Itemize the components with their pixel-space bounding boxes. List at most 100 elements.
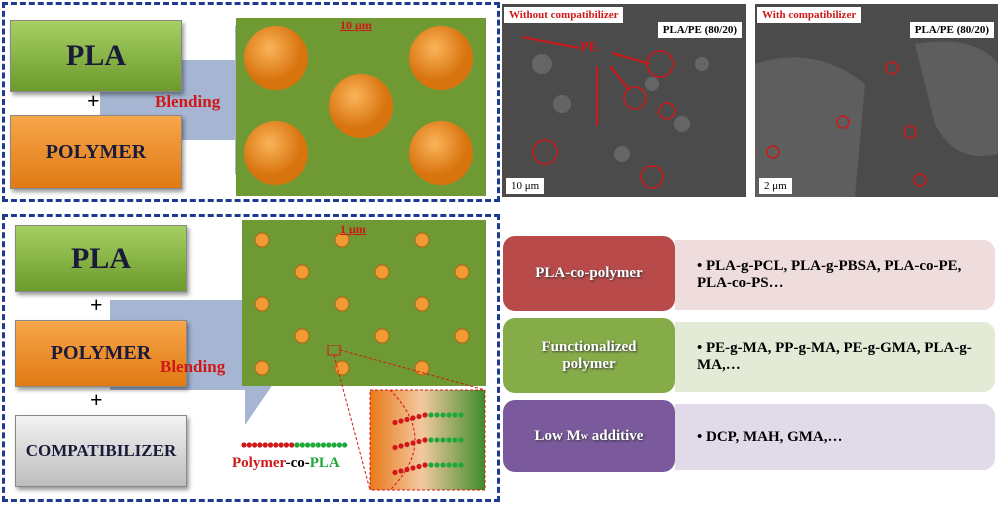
cat-text-rest: additive [588, 427, 644, 444]
dispersed-particle [454, 328, 470, 344]
chain-bead [299, 442, 305, 448]
chain-bead [452, 462, 458, 468]
chain-bead [273, 442, 279, 448]
chain-bead [416, 413, 422, 420]
cat-text: Low M [534, 427, 581, 444]
examples-row-3: • DCP, MAH, GMA,… [675, 404, 995, 470]
chain-bead [416, 438, 422, 445]
polymer-box: POLYMER [15, 320, 187, 387]
chain-bead [278, 442, 284, 448]
dispersed-particle [254, 232, 270, 248]
chain-bead [289, 442, 295, 448]
chain-bead [428, 412, 434, 418]
dispersed-particle [334, 296, 350, 312]
chain-bead [310, 442, 316, 448]
chain-bead [446, 462, 452, 468]
interface-zoom-inset [327, 345, 486, 491]
chain-bead [305, 442, 311, 448]
plus-sign: + [90, 292, 103, 317]
chain-bead [392, 419, 398, 426]
scale-bar-label: 10 μm [340, 18, 372, 32]
chain-bead [246, 442, 252, 448]
dispersed-particle [454, 264, 470, 280]
dispersed-particle [414, 232, 430, 248]
sem-sample-label: PLA/PE (80/20) [657, 22, 742, 38]
blend-without-compatibilizer-panel [2, 2, 500, 202]
chain-bead [458, 462, 464, 468]
category-functionalized-polymer: Functionalized polymer [503, 318, 675, 393]
chain-bead [404, 466, 410, 473]
chain-bead [422, 412, 428, 418]
examples-row-2: • PE-g-MA, PP-g-MA, PE-g-GMA, PLA-g-MA,… [675, 322, 995, 392]
sem-title: With compatibilizer [757, 7, 862, 23]
blend-morphology-large-domains [236, 18, 486, 196]
chain-bead [252, 442, 258, 448]
chain-bead [452, 412, 458, 418]
chain-bead [434, 462, 440, 468]
sem-image-without-compatibilizer: Without compatibilizer PLA/PE (80/20) PE… [502, 4, 746, 197]
sem-sample-label: PLA/PE (80/20) [909, 22, 994, 38]
chain-bead [422, 462, 428, 468]
chain-bead [410, 440, 416, 446]
chain-bead [446, 412, 452, 418]
sem-image-with-compatibilizer: With compatibilizer PLA/PE (80/20) 2 μm [755, 4, 998, 197]
polymer-co-pla-label: Polymer-co-PLA [232, 455, 340, 472]
chain-bead [440, 462, 446, 468]
pe-label: PE [580, 40, 598, 55]
chain-bead [326, 442, 332, 448]
blend-with-compatibilizer-panel [2, 214, 500, 502]
chain-bead [422, 437, 428, 443]
compatibilizer-box: COMPATIBILIZER [15, 415, 187, 487]
chain-bead [428, 462, 434, 468]
polymer-co-pla-chain-icon [241, 442, 348, 448]
chain-bead [410, 465, 416, 471]
chain-bead [434, 437, 440, 443]
chain-bead [416, 463, 422, 470]
sem-title: Without compatibilizer [504, 7, 624, 23]
chain-co-text: -co- [285, 455, 310, 471]
pla-box: PLA [15, 225, 187, 292]
chain-bead [410, 415, 416, 421]
chain-bead [392, 469, 398, 476]
dispersed-particle [414, 296, 430, 312]
chain-bead [336, 442, 342, 448]
chain-pla-text: PLA [309, 455, 340, 471]
chain-bead [452, 437, 458, 443]
dispersed-particle [294, 328, 310, 344]
chain-bead [404, 416, 410, 423]
chain-bead [241, 442, 247, 448]
dispersed-particle [254, 360, 270, 376]
dispersed-particle [374, 328, 390, 344]
chain-bead [262, 442, 268, 448]
chain-bead [440, 437, 446, 443]
cat-subscript: w [580, 430, 589, 442]
sem-scale-bar: 10 μm [506, 178, 545, 194]
chain-bead [267, 442, 274, 448]
chain-bead [458, 412, 464, 418]
chain-bead [440, 412, 446, 418]
blending-label: Blending [155, 92, 221, 111]
blending-label: Blending [160, 357, 226, 376]
chain-bead [398, 468, 404, 474]
plus-sign: + [87, 88, 100, 113]
category-pla-co-polymer: PLA-co-polymer [503, 236, 675, 311]
chain-bead [404, 441, 410, 448]
plus-sign: + [90, 387, 103, 412]
chain-bead [428, 437, 434, 443]
sem-scale-bar: 2 μm [759, 178, 792, 194]
chain-bead [342, 442, 348, 448]
pla-box: PLA [10, 20, 182, 92]
dispersed-particle [294, 264, 310, 280]
chain-polymer-text: Polymer [232, 455, 286, 471]
examples-row-1: • PLA-g-PCL, PLA-g-PBSA, PLA-co-PE, PLA-… [675, 240, 995, 310]
chain-bead [434, 412, 440, 418]
polymer-box: POLYMER [10, 115, 182, 189]
blend-morphology-fine-domains [242, 220, 486, 386]
chain-bead [446, 437, 452, 443]
chain-bead [458, 437, 464, 443]
chain-bead [331, 442, 337, 448]
scale-bar-label: 1 μm [340, 222, 366, 236]
chain-bead [294, 442, 300, 448]
chain-bead [398, 418, 404, 424]
